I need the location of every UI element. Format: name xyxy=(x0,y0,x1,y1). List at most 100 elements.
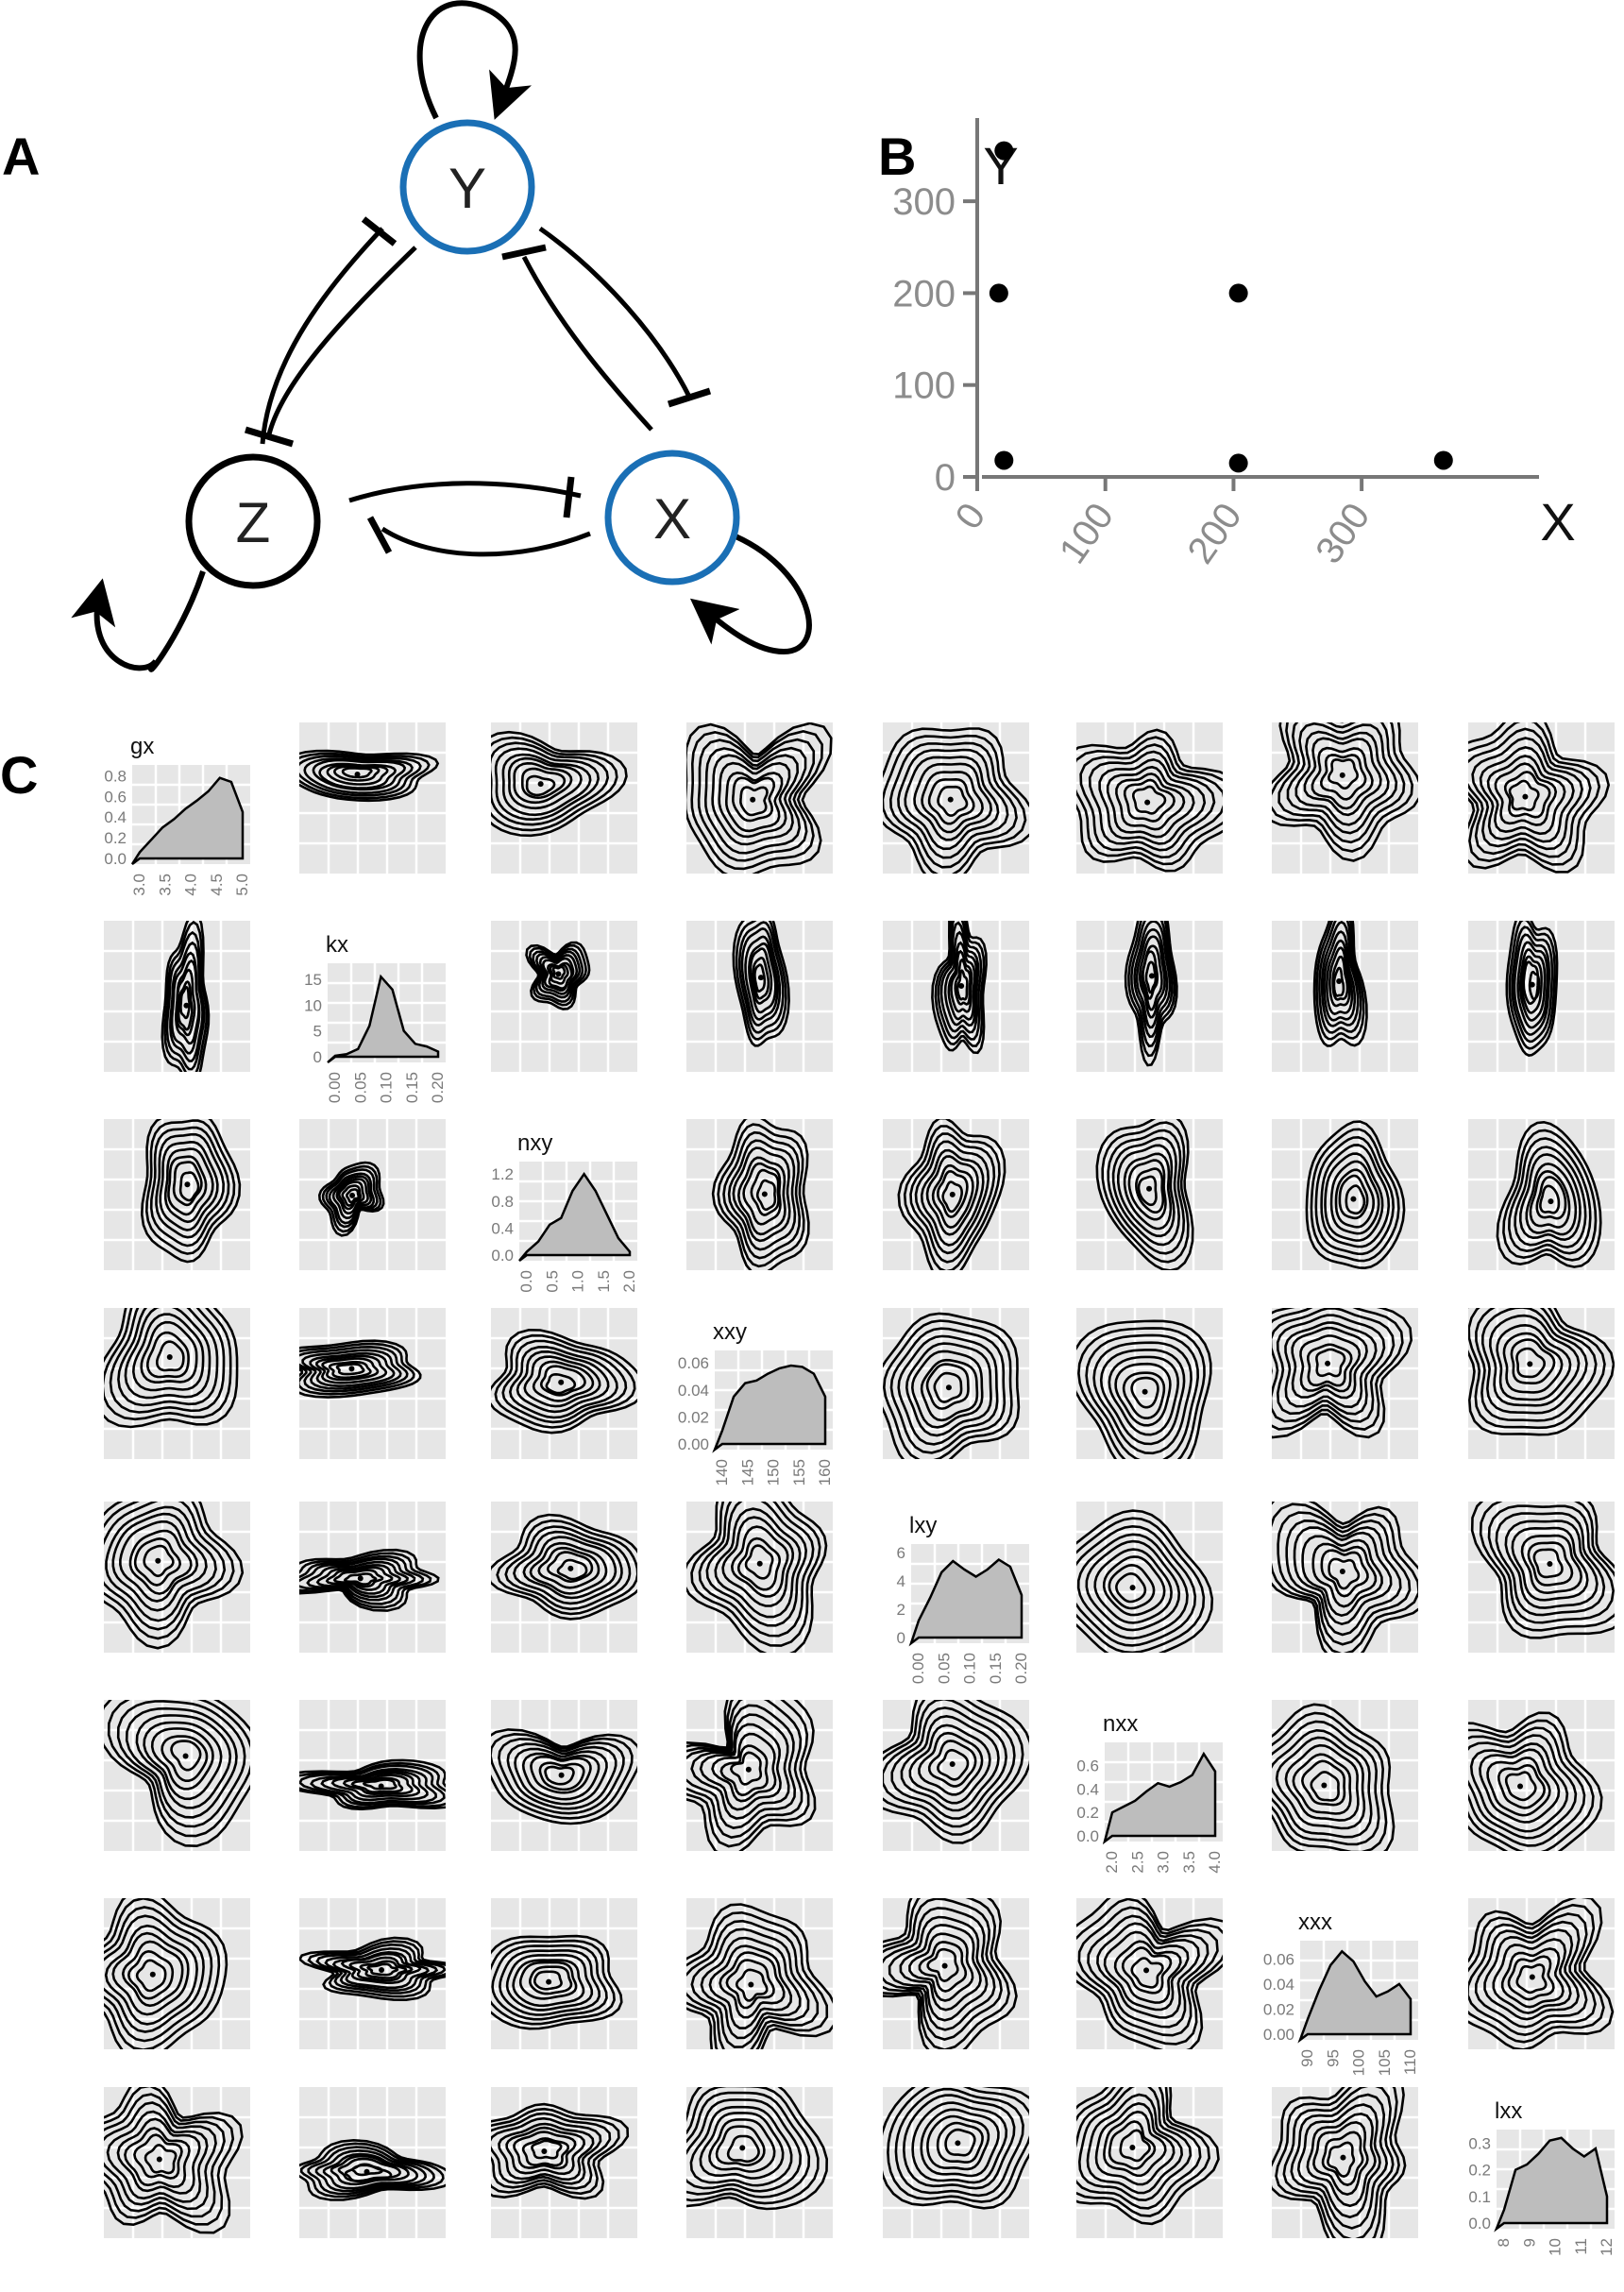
density-contour xyxy=(1310,1128,1400,1263)
density-contour xyxy=(1094,2102,1176,2186)
density-contour xyxy=(309,1351,396,1388)
density-x-tick: 10 xyxy=(1547,2238,1565,2256)
contour-panel-gx-kx xyxy=(299,722,446,874)
density-contour xyxy=(1111,1136,1181,1247)
density-contour xyxy=(1276,1314,1386,1416)
density-contour xyxy=(499,1949,601,2016)
density-contour xyxy=(1328,758,1360,790)
contour-panel-xxy-kx xyxy=(299,1308,446,1459)
density-contour xyxy=(545,1372,577,1395)
density-contour xyxy=(899,1924,982,2012)
density-x-tick: 160 xyxy=(816,1459,834,1486)
density-contour xyxy=(742,1162,782,1226)
panel-background xyxy=(1468,1502,1615,1653)
density-contour xyxy=(150,1727,214,1791)
density-contour xyxy=(927,1740,977,1788)
density-contour xyxy=(897,748,1009,859)
density-contour xyxy=(538,1761,585,1791)
density-contour xyxy=(104,1924,198,2026)
density-contour xyxy=(908,1932,974,2002)
density-contour xyxy=(1328,1557,1361,1590)
density-contour xyxy=(1272,1720,1380,1846)
density-contour xyxy=(299,1548,440,1612)
density-y-tick: 0.4 xyxy=(1076,1780,1099,1798)
density-contour xyxy=(1324,1152,1384,1242)
density-contour xyxy=(1468,1308,1606,1430)
density-y-tick: 0.0 xyxy=(1076,1827,1099,1845)
contour-panel-xxy-gx xyxy=(104,1308,250,1459)
density-contour xyxy=(1092,1341,1193,1455)
density-contour xyxy=(128,1529,193,1595)
density-contour xyxy=(1275,1736,1366,1830)
contour-panel-xxy-lxx xyxy=(1468,1308,1615,1459)
density-x-tick: 0.0 xyxy=(517,1270,535,1293)
density-curve xyxy=(1297,1949,1413,2044)
density-x-tick: 11 xyxy=(1572,2238,1590,2255)
density-x-tick: 4.0 xyxy=(182,874,200,896)
density-contour xyxy=(1108,1563,1156,1610)
density-title: xxx xyxy=(1298,1910,1332,1935)
density-contour xyxy=(1272,1308,1413,1439)
density-contour xyxy=(1315,1348,1346,1378)
density-contour xyxy=(686,1700,817,1851)
panel-background xyxy=(491,1308,637,1459)
density-contour xyxy=(335,1178,369,1215)
density-contour xyxy=(909,1132,996,1264)
density-contour xyxy=(1323,930,1356,1022)
density-contour xyxy=(303,757,414,795)
contour-panel-kx-lxy xyxy=(883,921,1029,1072)
density-contour xyxy=(737,921,785,1034)
density-contour xyxy=(1475,1308,1598,1422)
density-contour xyxy=(312,758,407,791)
density-contour xyxy=(494,747,601,822)
density-y-tick: 2 xyxy=(897,1601,905,1619)
node-y-label: Y xyxy=(448,157,486,220)
density-contour xyxy=(1115,1571,1147,1604)
density-contour xyxy=(1496,1120,1602,1268)
contour-panel-gx-xxx xyxy=(1272,722,1418,874)
density-contour xyxy=(521,1752,601,1801)
density-contour xyxy=(111,1512,208,1612)
density-contour xyxy=(1522,960,1540,1006)
density-contour xyxy=(133,2133,183,2180)
density-contour xyxy=(883,1898,1003,2041)
density-contour xyxy=(1486,755,1566,836)
density-y-tick: 15 xyxy=(304,971,322,989)
density-curve xyxy=(1102,1751,1217,1845)
density-x-tick: 0.00 xyxy=(326,1072,344,1103)
density-contour xyxy=(1098,757,1207,845)
density-contour xyxy=(1076,2087,1220,2226)
density-contour xyxy=(522,1536,617,1600)
density-contour xyxy=(1532,1548,1564,1579)
density-contour xyxy=(1479,1748,1561,1824)
density-contour xyxy=(1130,1957,1164,1989)
density-contour xyxy=(321,1164,382,1233)
contour-panel-nxy-lxy xyxy=(883,1119,1029,1270)
density-contour xyxy=(104,1308,232,1421)
contour-panel-xxy-nxx xyxy=(1076,1308,1223,1459)
density-x-tick: 110 xyxy=(1401,2049,1419,2075)
density-contour xyxy=(337,1180,365,1211)
density-contour xyxy=(164,1147,214,1224)
density-y-tick: 0 xyxy=(897,1629,905,1647)
density-contour xyxy=(897,1119,1007,1270)
density-contour xyxy=(172,1161,203,1207)
density-y-tick: 5 xyxy=(313,1023,322,1041)
density-contour xyxy=(1469,1742,1569,1833)
density-contour xyxy=(299,1758,446,1811)
density-contour xyxy=(538,954,579,995)
density-contour xyxy=(491,741,610,826)
density-contour xyxy=(1076,1898,1223,2049)
density-contour xyxy=(133,1536,182,1587)
density-contour xyxy=(104,2087,244,2234)
density-contour xyxy=(1502,1332,1564,1394)
density-contour xyxy=(521,767,567,800)
density-contour xyxy=(556,1558,588,1581)
density-contour xyxy=(1468,727,1592,858)
density-contour xyxy=(1272,1308,1404,1431)
density-contour xyxy=(498,2122,595,2182)
density-contour xyxy=(1492,1938,1572,2014)
density-contour xyxy=(299,1761,446,1809)
